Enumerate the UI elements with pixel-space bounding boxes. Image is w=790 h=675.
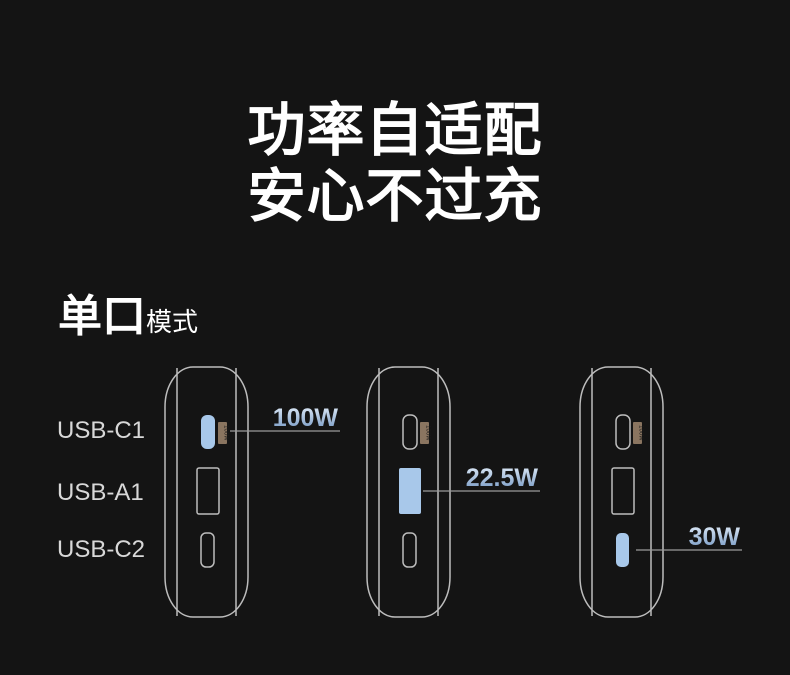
usb-a1-port bbox=[611, 467, 635, 515]
wattage-badge-text: 100W bbox=[425, 425, 431, 441]
device-outline bbox=[579, 366, 664, 618]
usb-c1-port bbox=[402, 414, 418, 450]
usb-c1-port bbox=[201, 415, 215, 449]
power-output-label: 30W bbox=[689, 523, 741, 551]
usb-c2-port bbox=[200, 532, 215, 568]
device-outline bbox=[164, 366, 249, 618]
label-usb-c1: USB-C1 bbox=[57, 417, 146, 444]
wattage-badge bbox=[420, 422, 429, 444]
mode-title-suffix: 模式 bbox=[146, 308, 199, 338]
power-bank-device: 100W 100W bbox=[164, 366, 340, 618]
device-outline bbox=[366, 366, 451, 618]
usb-c2-port bbox=[402, 532, 417, 568]
usb-a1-port bbox=[399, 468, 421, 514]
label-usb-a1: USB-A1 bbox=[57, 479, 144, 506]
usb-a1-port bbox=[196, 467, 220, 515]
usb-c1-port bbox=[615, 414, 631, 450]
wattage-badge bbox=[633, 422, 642, 444]
mode-title-bold: 单口 bbox=[58, 291, 146, 342]
wattage-badge-text: 100W bbox=[638, 425, 644, 441]
usb-c2-port bbox=[616, 533, 629, 567]
power-output-label: 100W bbox=[273, 404, 339, 432]
wattage-badge-text: 100W bbox=[223, 425, 229, 441]
headline-line-2: 安心不过充 bbox=[247, 162, 543, 230]
mode-title: 单口模式 bbox=[58, 280, 198, 344]
wattage-badge bbox=[218, 422, 227, 444]
power-bank-device: 100W 30W bbox=[579, 366, 742, 618]
headline-line-1: 功率自适配 bbox=[247, 96, 543, 164]
label-usb-c2: USB-C2 bbox=[57, 536, 146, 563]
power-output-label: 22.5W bbox=[466, 464, 539, 492]
power-bank-device: 100W 22.5W bbox=[366, 366, 540, 618]
